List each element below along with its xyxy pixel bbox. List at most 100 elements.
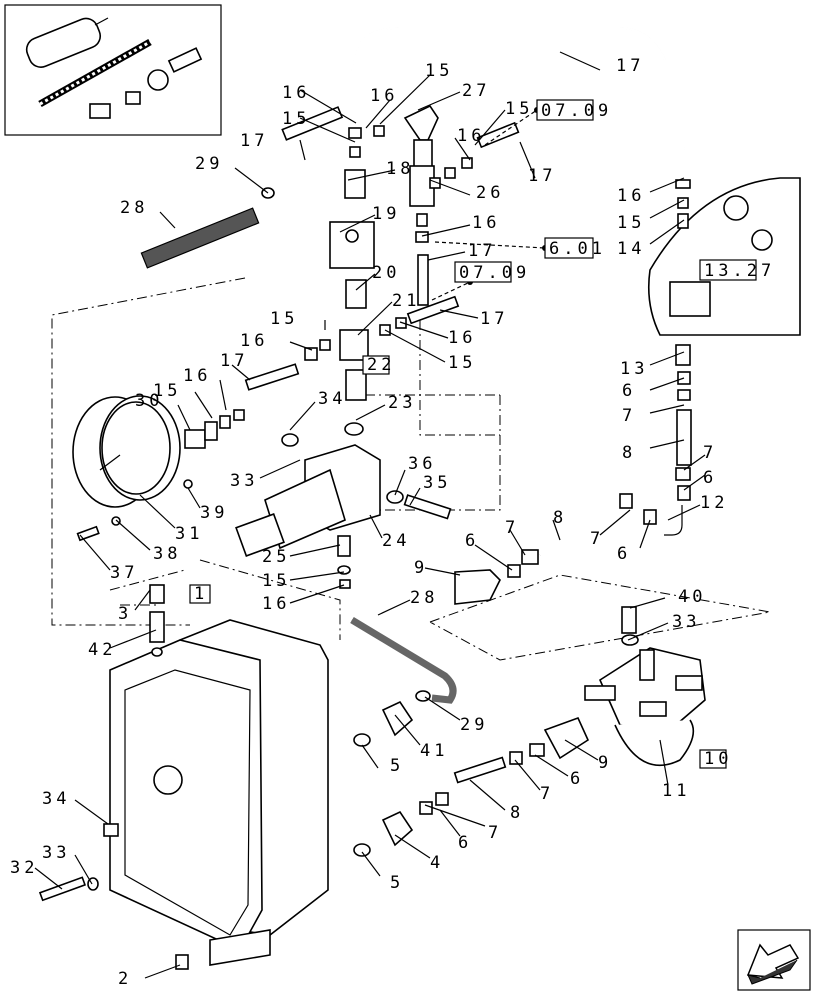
previous-page-arrow-icon[interactable] [737, 929, 811, 991]
callout-c16d: 16 [472, 213, 500, 233]
inset-kit-panel [4, 4, 222, 136]
callout-c15b: 15 [282, 109, 310, 129]
leader-line [552, 519, 561, 541]
callout-c15d: 15 [617, 213, 645, 233]
callout-c17c: 17 [528, 166, 556, 186]
leader-line [649, 177, 685, 193]
reference-arrow [434, 241, 546, 249]
callout-c14: 14 [617, 239, 645, 259]
callout-c27: 27 [462, 81, 490, 101]
leader-line [683, 454, 706, 471]
leader-line [394, 834, 431, 859]
assembly-outlines [51, 277, 771, 661]
valve-block [235, 433, 452, 589]
callout-c15e: 15 [270, 309, 298, 329]
leader-line [377, 599, 411, 616]
boxed-ref-b0709b: 07.09 [459, 263, 530, 283]
leader-line [667, 504, 701, 521]
callout-c16a: 16 [282, 83, 310, 103]
leader-line [429, 179, 471, 196]
leader-line [139, 494, 176, 529]
reference-arrow [431, 281, 471, 301]
callout-c38: 38 [153, 544, 181, 564]
leader-line [379, 74, 431, 125]
leader-line [421, 224, 471, 237]
callout-c29b: 29 [460, 715, 488, 735]
leader-line [424, 696, 461, 721]
callout-c4: 4 [430, 853, 444, 873]
leader-line [649, 404, 685, 414]
reference-arrow [484, 109, 538, 146]
callout-c15c: 15 [505, 99, 533, 119]
leader-line [649, 219, 685, 245]
callout-c35: 35 [423, 473, 451, 493]
leader-line [649, 377, 685, 391]
callout-c6c: 6 [617, 544, 631, 564]
leader-line [659, 739, 669, 786]
pipe-17-overhead [351, 27, 685, 175]
leader-line [534, 754, 569, 777]
callout-c5a: 5 [390, 756, 404, 776]
leader-line [683, 474, 706, 491]
boxed-ref-frame-b601 [544, 237, 594, 259]
leader-line [115, 519, 151, 551]
leader-line [639, 519, 651, 549]
leader-line [347, 169, 396, 181]
callout-c16h: 16 [183, 366, 211, 386]
callout-c30: 30 [135, 391, 163, 411]
reservoir-tank [38, 584, 329, 970]
callout-c29a: 29 [195, 154, 223, 174]
leader-line [289, 341, 313, 351]
callout-c7e: 7 [540, 784, 554, 804]
leader-line [474, 109, 506, 146]
callout-c11: 11 [662, 781, 690, 801]
leader-line [34, 867, 63, 890]
leader-line [289, 544, 341, 557]
leader-line [299, 139, 306, 161]
callout-c15g: 15 [153, 381, 181, 401]
leader-line [369, 514, 383, 539]
leader-line [339, 214, 376, 233]
callout-c6b: 6 [703, 468, 717, 488]
boxed-ref-frame-b1 [189, 584, 211, 604]
callout-c7c: 7 [505, 518, 519, 538]
leader-line [399, 321, 449, 339]
callout-leader-lines [34, 51, 706, 979]
callout-c31: 31 [175, 524, 203, 544]
callout-c9a: 9 [414, 558, 428, 578]
leader-line [599, 509, 631, 536]
leader-line [439, 809, 461, 837]
callout-c16e: 16 [617, 186, 645, 206]
callout-c34a: 34 [318, 389, 346, 409]
leader-line [74, 854, 93, 885]
callout-c16c: 16 [457, 126, 485, 146]
leader-line [289, 401, 316, 431]
callout-c23: 23 [388, 393, 416, 413]
callout-c7d: 7 [590, 529, 604, 549]
callout-c5b: 5 [390, 873, 404, 893]
callout-c7b: 7 [703, 443, 717, 463]
leader-line [469, 779, 506, 811]
callout-c13: 13 [620, 359, 648, 379]
callout-c33b: 33 [672, 612, 700, 632]
callout-c33a: 33 [230, 471, 258, 491]
leader-line [409, 487, 421, 506]
callout-c8c: 8 [510, 803, 524, 823]
callout-c25: 25 [262, 547, 290, 567]
leader-line [234, 167, 269, 194]
callout-c16f: 16 [448, 328, 476, 348]
leader-line [649, 199, 685, 219]
boxed-ref-frame-b0709a [536, 99, 594, 121]
callout-c19: 19 [372, 204, 400, 224]
leader-line [439, 309, 479, 319]
callout-c39: 39 [200, 503, 228, 523]
leader-line [365, 99, 391, 129]
callout-c16g: 16 [240, 331, 268, 351]
leader-line [194, 391, 213, 419]
leader-line [355, 404, 386, 421]
leader-line [627, 622, 669, 641]
leader-line [417, 91, 461, 111]
callout-c28a: 28 [120, 198, 148, 218]
callout-c17b: 17 [240, 131, 268, 151]
